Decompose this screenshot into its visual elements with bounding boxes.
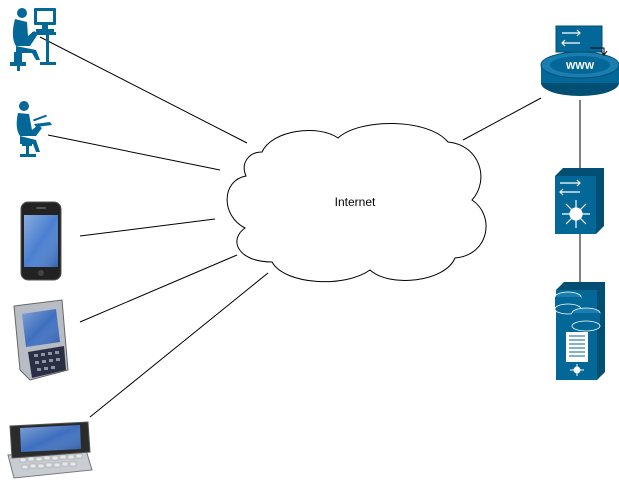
storage-server-icon[interactable] (554, 282, 605, 380)
pda-phone-icon[interactable] (13, 299, 69, 381)
link-slider-phone-cloud[interactable] (89, 272, 269, 418)
user-laptop-icon[interactable] (16, 101, 52, 157)
slider-phone-icon[interactable] (7, 421, 93, 479)
www-label: WWW (566, 61, 595, 72)
link-user-desktop-cloud[interactable] (39, 36, 248, 144)
link-user-laptop-cloud[interactable] (47, 134, 221, 171)
multilayer-switch-icon[interactable] (555, 168, 604, 234)
internet-cloud[interactable]: Internet (226, 123, 487, 283)
smartphone-icon[interactable] (20, 201, 62, 281)
link-smartphone-cloud[interactable] (79, 218, 216, 237)
link-pda-cloud[interactable] (79, 254, 238, 323)
cloud-label: Internet (335, 195, 376, 209)
www-server-icon[interactable]: WWW (540, 25, 619, 96)
user-desktop-icon[interactable] (10, 8, 56, 71)
cloud-shape (226, 123, 487, 283)
connections (39, 36, 581, 418)
link-cloud-web-server[interactable] (462, 97, 542, 141)
